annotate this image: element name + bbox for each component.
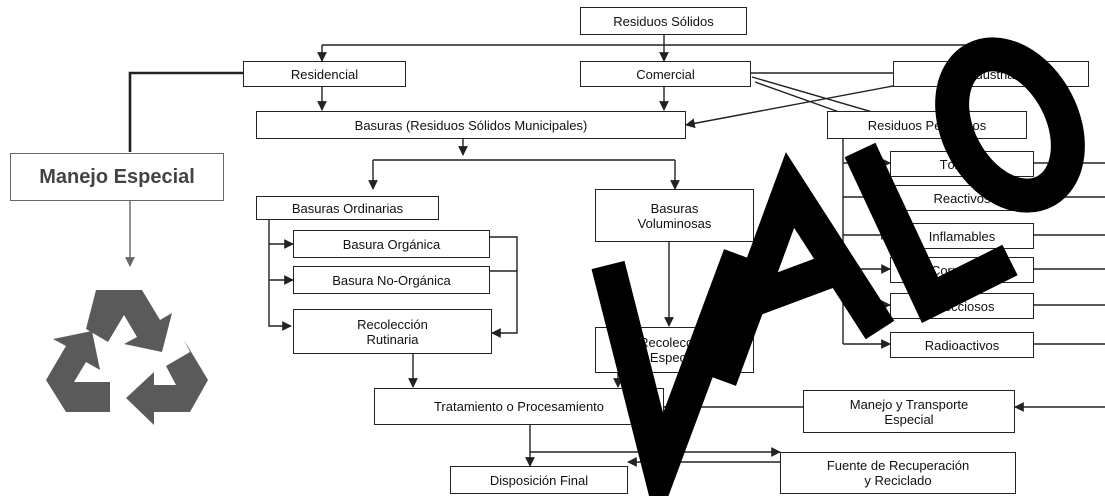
node-tratamiento: Tratamiento o Procesamiento [374, 388, 664, 425]
node-residencial: Residencial [243, 61, 406, 87]
node-fuente-recuperacion: Fuente de Recuperación y Reciclado [780, 452, 1016, 494]
node-manejo-especial: Manejo Especial [10, 153, 224, 201]
node-basuras-municipales: Basuras (Residuos Sólidos Municipales) [256, 111, 686, 139]
node-basura-organica: Basura Orgánica [293, 230, 490, 258]
node-basuras-voluminosas: Basuras Voluminosas [595, 189, 754, 242]
node-corrosivos: Corrosivos [890, 257, 1034, 283]
node-recoleccion-rutinaria: Recolección Rutinaria [293, 309, 492, 354]
node-toxicos: Tóxicos [890, 151, 1034, 177]
node-basura-no-organica: Basura No-Orgánica [293, 266, 490, 294]
node-manejo-transporte: Manejo y Transporte Especial [803, 390, 1015, 433]
node-residuos-solidos: Residuos Sólidos [580, 7, 747, 35]
node-basuras-ordinarias: Basuras Ordinarias [256, 196, 439, 220]
node-reactivos: Reactivos [890, 185, 1034, 211]
node-disposicion-final: Disposición Final [450, 466, 628, 494]
node-comercial: Comercial [580, 61, 751, 87]
node-industrial: Industrial [893, 61, 1089, 87]
node-recoleccion-especial: Recolección Especial [595, 327, 754, 373]
node-residuos-peligrosos: Residuos Peligrosos [827, 111, 1027, 139]
recycle-icon [46, 290, 208, 425]
node-inflamables: Inflamables [890, 223, 1034, 249]
node-infecciosos: Infecciosos [890, 293, 1034, 319]
node-radioactivos: Radioactivos [890, 332, 1034, 358]
